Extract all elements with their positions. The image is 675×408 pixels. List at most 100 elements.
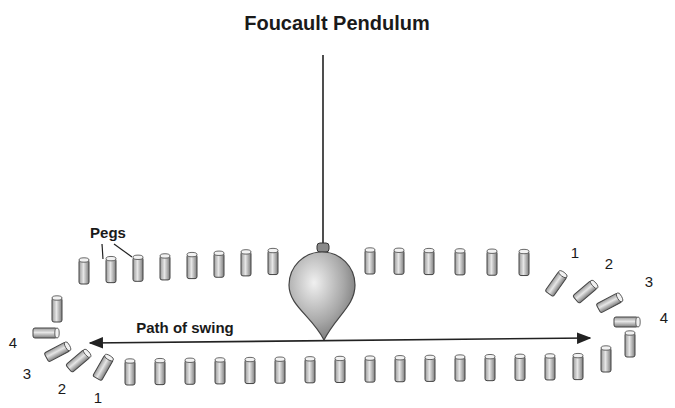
peg-body — [185, 360, 195, 384]
peg-body — [335, 358, 345, 382]
peg-top — [214, 251, 224, 255]
peg-body — [545, 356, 555, 380]
peg-body — [275, 359, 285, 383]
peg-body — [245, 360, 255, 384]
peg-top — [365, 248, 375, 252]
peg — [573, 279, 599, 304]
callout-number: 3 — [23, 366, 31, 383]
peg-top — [160, 254, 170, 258]
peg — [187, 252, 197, 278]
peg-top — [82, 348, 92, 358]
peg — [519, 249, 529, 275]
peg-top — [187, 252, 197, 256]
path-label: Path of swing — [133, 320, 237, 337]
peg-top — [589, 279, 599, 289]
peg-top — [104, 353, 115, 362]
peg — [33, 328, 59, 338]
peg — [106, 256, 116, 282]
peg-body — [365, 358, 375, 382]
peg-body — [487, 251, 497, 275]
peg-top — [55, 328, 59, 338]
peg — [305, 357, 315, 383]
peg — [455, 249, 465, 275]
peg-top — [275, 357, 285, 361]
peg-ring — [33, 248, 640, 385]
peg — [601, 346, 611, 372]
part-label: Pegs — [90, 225, 126, 242]
peg-top — [245, 357, 255, 361]
peg-body — [125, 361, 135, 385]
peg-top — [395, 356, 405, 360]
peg-body — [573, 356, 583, 380]
peg-top — [125, 359, 135, 363]
peg-body — [160, 256, 170, 280]
peg-top — [106, 256, 116, 260]
peg-body — [485, 357, 495, 381]
peg-body — [33, 328, 57, 338]
peg-top — [215, 358, 225, 362]
peg-top — [487, 249, 497, 253]
peg-top — [425, 355, 435, 359]
peg — [93, 353, 115, 381]
peg-body — [79, 260, 89, 284]
peg-top — [455, 249, 465, 253]
peg-top — [636, 317, 640, 327]
peg-top — [424, 248, 434, 252]
peg — [614, 317, 640, 327]
peg — [275, 357, 285, 383]
peg-body — [394, 250, 404, 274]
swing-arrow — [90, 338, 590, 343]
peg-top — [79, 258, 89, 262]
peg — [485, 354, 495, 380]
callout-number: 2 — [58, 381, 66, 398]
peg-top — [558, 270, 569, 279]
peg — [241, 250, 251, 276]
callout-number: 2 — [605, 256, 613, 273]
peg — [160, 254, 170, 280]
peg-top — [625, 331, 635, 335]
peg-body — [601, 348, 611, 372]
peg-top — [455, 355, 465, 359]
callout-number: 1 — [94, 390, 102, 407]
peg — [52, 296, 62, 322]
peg — [596, 292, 624, 313]
peg-top — [133, 255, 143, 259]
peg — [155, 358, 165, 384]
peg — [365, 356, 375, 382]
peg — [245, 357, 255, 383]
peg-top — [573, 353, 583, 357]
peg-body — [365, 250, 375, 274]
peg-top — [615, 292, 624, 303]
peg-top — [155, 358, 165, 362]
peg-body — [395, 358, 405, 382]
pendulum-bob — [289, 252, 355, 340]
peg-body — [106, 259, 116, 283]
peg-top — [485, 354, 495, 358]
leader-line — [102, 244, 103, 259]
peg-body — [215, 360, 225, 384]
peg — [214, 251, 224, 277]
peg-top — [241, 250, 251, 254]
diagram-title: Foucault Pendulum — [244, 12, 430, 34]
callout-number: 1 — [571, 245, 579, 262]
peg-body — [214, 253, 224, 277]
peg-body — [305, 359, 315, 383]
peg-top — [185, 358, 195, 362]
peg-top — [394, 248, 404, 252]
leader-line — [114, 244, 132, 257]
peg-body — [52, 298, 62, 322]
peg-body — [268, 251, 278, 275]
peg — [625, 331, 635, 357]
peg — [335, 356, 345, 382]
peg-body — [625, 333, 635, 357]
peg-body — [187, 255, 197, 279]
peg-body — [241, 252, 251, 276]
peg-body — [455, 251, 465, 275]
callout-number: 4 — [660, 310, 668, 327]
peg — [79, 258, 89, 284]
peg — [185, 358, 195, 384]
peg — [395, 356, 405, 382]
peg-top — [515, 354, 525, 358]
peg — [365, 248, 375, 274]
